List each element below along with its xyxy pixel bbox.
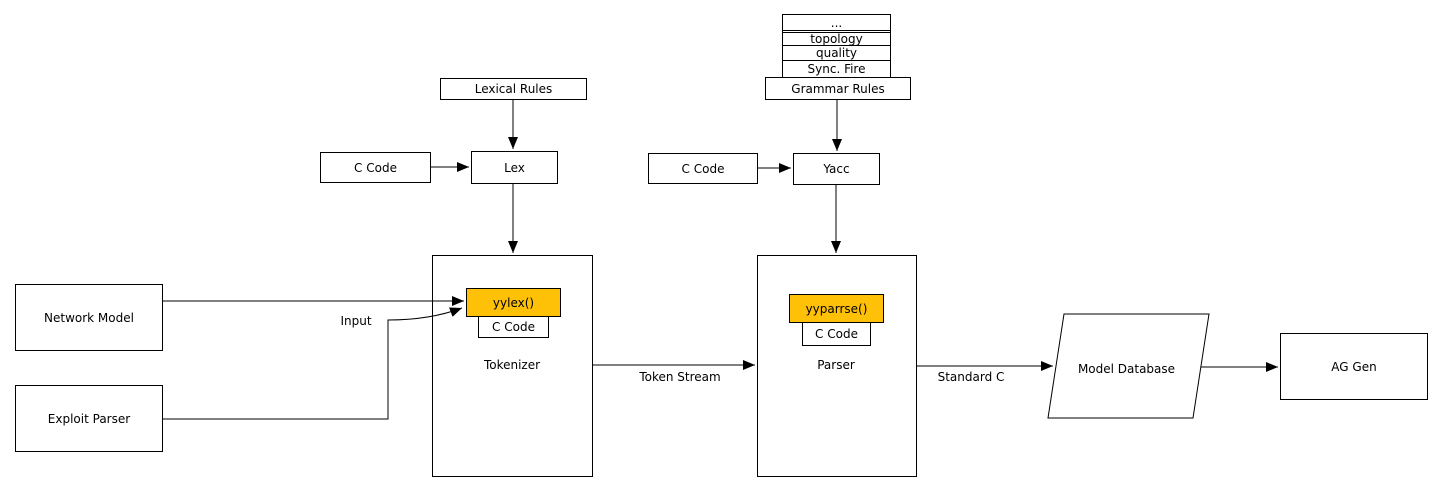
node-lex-label: Lex [504,160,525,175]
node-lexical-rules: Lexical Rules [440,78,587,100]
edge-label-standard-c: Standard C [937,370,1005,384]
stack-row-sync-fire-label: Sync. Fire [807,62,866,76]
edge-label-input: Input [340,314,372,328]
stack-row-ellipsis-label: ... [830,15,843,30]
edge-label-token-stream: Token Stream [639,370,721,384]
node-yylex-label: yylex() [492,295,535,310]
edge-exploit-parser-to-yylex [162,307,463,420]
parser-caption: Parser [817,358,855,372]
stack-row-topology-label: topology [810,32,863,46]
stack-row-quality: quality [782,45,891,61]
model-database-label: Model Database [1077,362,1176,376]
node-c-code-lex-input-label: C Code [354,160,397,175]
node-c-code-parser: C Code [802,322,871,346]
node-c-code-tokenizer: C Code [478,316,549,338]
node-exploit-parser: Exploit Parser [15,385,163,452]
node-grammar-rules: Grammar Rules [765,77,911,100]
node-exploit-parser-label: Exploit Parser [47,411,131,426]
tokenizer-caption: Tokenizer [483,358,541,372]
node-c-code-yacc-input-label: C Code [681,161,725,176]
node-yylex: yylex() [466,288,561,317]
model-database-shape [1047,313,1210,419]
node-network-model-label: Network Model [44,310,134,325]
node-lex: Lex [471,151,558,184]
node-yyparrse-label: yyparrse() [805,301,868,316]
node-ag-gen: AG Gen [1280,333,1428,400]
stack-row-ellipsis: ... [782,14,891,31]
node-grammar-rules-label: Grammar Rules [791,81,885,96]
parser-container [757,255,917,477]
node-c-code-lex-input: C Code [320,152,431,183]
node-ag-gen-label: AG Gen [1331,359,1377,374]
node-c-code-yacc-input: C Code [648,153,758,184]
node-c-code-tokenizer-label: C Code [492,320,535,334]
node-yyparrse: yyparrse() [789,294,884,323]
stack-row-sync-fire: Sync. Fire [782,60,891,78]
node-lexical-rules-label: Lexical Rules [474,82,553,96]
node-yacc-label: Yacc [823,162,850,176]
node-network-model: Network Model [15,284,163,351]
stack-row-quality-label: quality [815,46,858,60]
node-c-code-parser-label: C Code [815,327,858,341]
stack-row-topology: topology [782,32,891,46]
node-yacc: Yacc [793,153,880,185]
